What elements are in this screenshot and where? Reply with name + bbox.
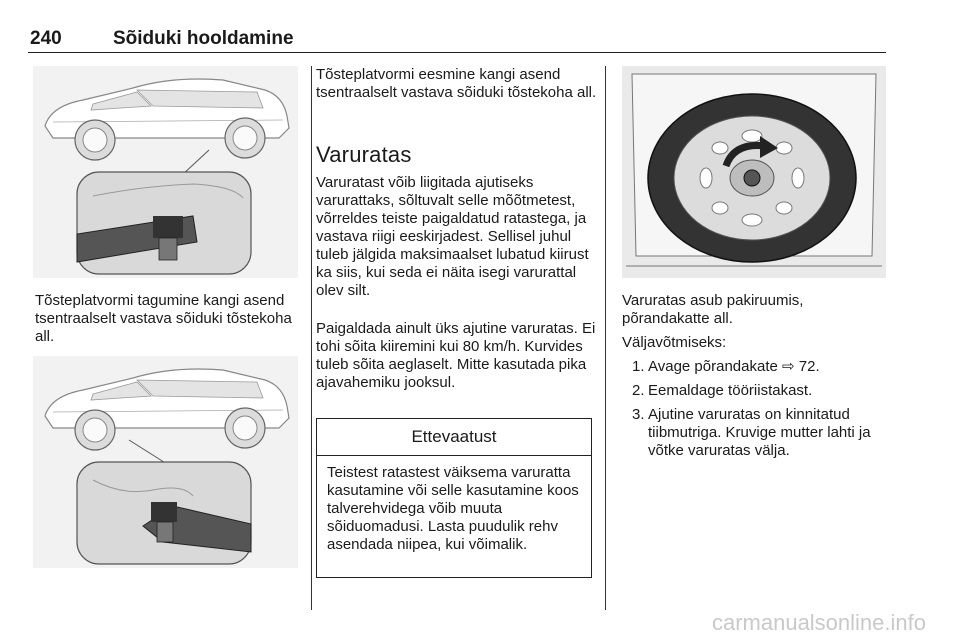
step-2-text: Eemaldage tööriistakast. bbox=[648, 382, 813, 399]
column-divider-1 bbox=[311, 66, 312, 610]
page-number: 240 bbox=[30, 28, 62, 49]
paragraph-spare-wheel-classification: Varuratast võib liigitada ajutiseks varu… bbox=[316, 174, 589, 299]
paragraph-spare-location: Varuratas asub pakiruumis, põrandakatte … bbox=[622, 292, 804, 327]
step-1-number: 1. bbox=[632, 358, 645, 375]
section-title-spare-wheel: Varuratas bbox=[316, 142, 412, 167]
car-lift-illustration-front bbox=[33, 356, 298, 568]
watermark: carmanualsonline.info bbox=[711, 610, 926, 635]
step-1: 1. Avage põrandakate ⇨ 72. bbox=[622, 358, 888, 376]
caution-title: Ettevaatust bbox=[317, 419, 591, 456]
page-reference-icon: ⇨ bbox=[782, 358, 795, 375]
intro-front-lift: Tõsteplatvormi eesmine kangi asend tsent… bbox=[316, 66, 597, 101]
caption-rear-lift: Tõsteplatvormi tagumine kangi asend tsen… bbox=[35, 292, 292, 345]
removal-steps: 1. Avage põrandakate ⇨ 72. 2. Eemaldage … bbox=[622, 358, 888, 466]
figure-rear-lift-point bbox=[33, 66, 298, 278]
figure-front-lift-point bbox=[33, 356, 298, 568]
spare-wheel-illustration bbox=[622, 66, 886, 278]
step-2: 2. Eemaldage tööriistakast. bbox=[622, 382, 888, 400]
step-1-text: Avage põrandakate bbox=[648, 358, 778, 375]
car-lift-illustration bbox=[33, 66, 298, 278]
header-rule bbox=[28, 52, 886, 53]
step-2-number: 2. bbox=[632, 382, 645, 399]
caution-box: Ettevaatust Teistest ratastest väiksema … bbox=[316, 418, 592, 578]
paragraph-temporary-spare: Paigaldada ainult üks ajutine varuratas.… bbox=[316, 320, 596, 391]
figure-spare-wheel-well bbox=[622, 66, 886, 278]
removal-label: Väljavõtmiseks: bbox=[622, 334, 727, 351]
page-title: Sõiduki hooldamine bbox=[113, 28, 294, 49]
step-3-text: Ajutine varuratas on kinnitatud tiibmutr… bbox=[648, 406, 871, 459]
step-1-page-ref[interactable]: 72. bbox=[798, 358, 820, 375]
caution-text: Teistest ratastest väiksema varuratta ka… bbox=[327, 464, 579, 553]
step-3: 3. Ajutine varuratas on kinnitatud tiibm… bbox=[622, 406, 888, 460]
step-3-number: 3. bbox=[632, 406, 645, 423]
column-divider-2 bbox=[605, 66, 606, 610]
